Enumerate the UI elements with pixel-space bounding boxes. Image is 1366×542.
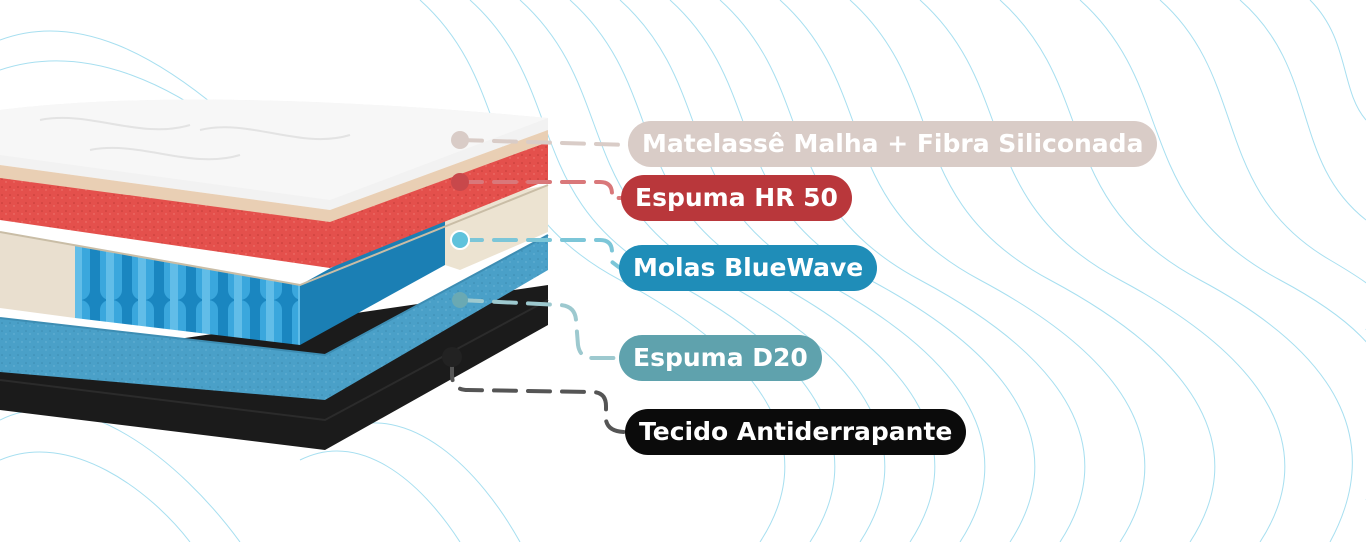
label-hr50: Espuma HR 50: [621, 175, 852, 221]
layer-topper: [0, 99, 548, 222]
leader-topper: [458, 138, 632, 147]
layer-springs: [0, 184, 549, 345]
leader-d20: [458, 298, 622, 360]
marker-dot-springs: [450, 230, 470, 250]
label-topper: Matelassê Malha + Fibra Siliconada: [628, 121, 1158, 167]
marker-dot-base: [442, 347, 462, 367]
label-springs: Molas BlueWave: [619, 245, 878, 291]
leader-base: [450, 356, 628, 434]
marker-dot-d20: [452, 292, 468, 308]
marker-dot-topper: [451, 131, 469, 149]
label-topper-text: Matelassê Malha + Fibra Siliconada: [642, 129, 1144, 158]
leader-springs: [458, 238, 622, 270]
layer-hr50-foam: [0, 142, 548, 268]
marker-dot-hr50: [451, 173, 469, 191]
label-hr50-text: Espuma HR 50: [635, 183, 838, 212]
label-springs-text: Molas BlueWave: [633, 253, 864, 282]
label-d20: Espuma D20: [619, 335, 822, 381]
label-base-text: Tecido Antiderrapante: [639, 417, 953, 446]
label-base: Tecido Antiderrapante: [625, 409, 967, 455]
layer-d20-foam: [0, 234, 549, 400]
label-d20-text: Espuma D20: [633, 343, 808, 372]
leader-hr50: [458, 180, 624, 200]
leader-lines: [450, 138, 632, 434]
